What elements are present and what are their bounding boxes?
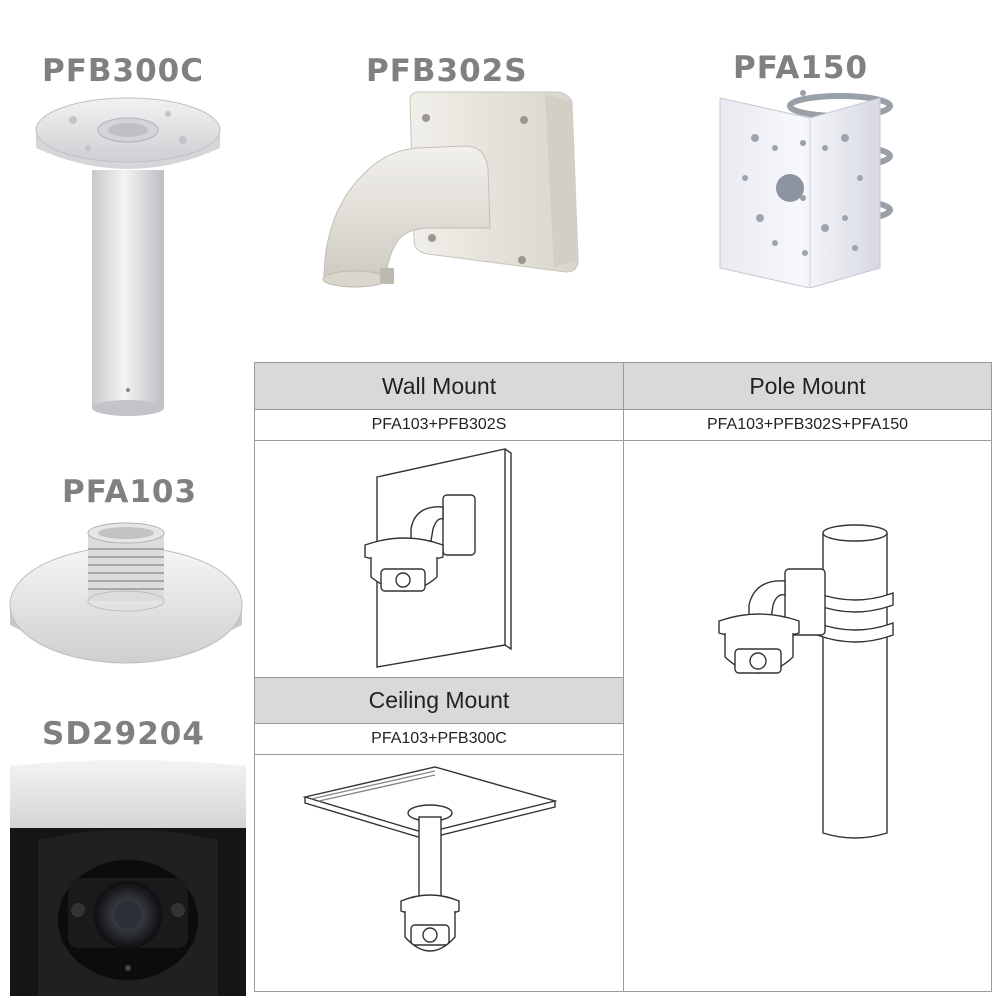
label-pfb300c: PFB300C	[42, 53, 204, 89]
pfa150-pole-bracket-image	[719, 90, 893, 288]
pole-mount-diagram	[718, 524, 894, 839]
ceiling-mount-diagram	[302, 766, 558, 952]
pfb302s-wall-bracket-image	[322, 91, 579, 288]
ceiling-mount-header: Ceiling Mount	[255, 677, 623, 723]
wall-mount-diagram	[364, 448, 512, 668]
divider	[623, 363, 624, 991]
ceiling-mount-code: PFA103+PFB300C	[255, 724, 623, 754]
divider	[255, 409, 991, 410]
pfb300c-pendant-mount-image	[35, 97, 221, 416]
label-pfa150: PFA150	[733, 50, 869, 86]
mount-options-table: Wall Mount Pole Mount PFA103+PFB302S PFA…	[254, 362, 992, 992]
divider	[255, 677, 623, 678]
pole-mount-header: Pole Mount	[624, 363, 991, 409]
label-sd29204: SD29204	[42, 716, 205, 752]
wall-mount-code: PFA103+PFB302S	[255, 410, 623, 440]
sd29204-ptz-camera-image	[10, 760, 246, 996]
pfa103-adapter-plate-image	[9, 522, 243, 664]
divider	[255, 754, 623, 755]
label-pfa103: PFA103	[62, 474, 198, 510]
label-pfb302s: PFB302S	[366, 53, 528, 89]
divider	[255, 440, 991, 441]
wall-mount-header: Wall Mount	[255, 363, 623, 409]
pole-mount-code: PFA103+PFB302S+PFA150	[624, 410, 991, 440]
divider	[255, 723, 623, 724]
